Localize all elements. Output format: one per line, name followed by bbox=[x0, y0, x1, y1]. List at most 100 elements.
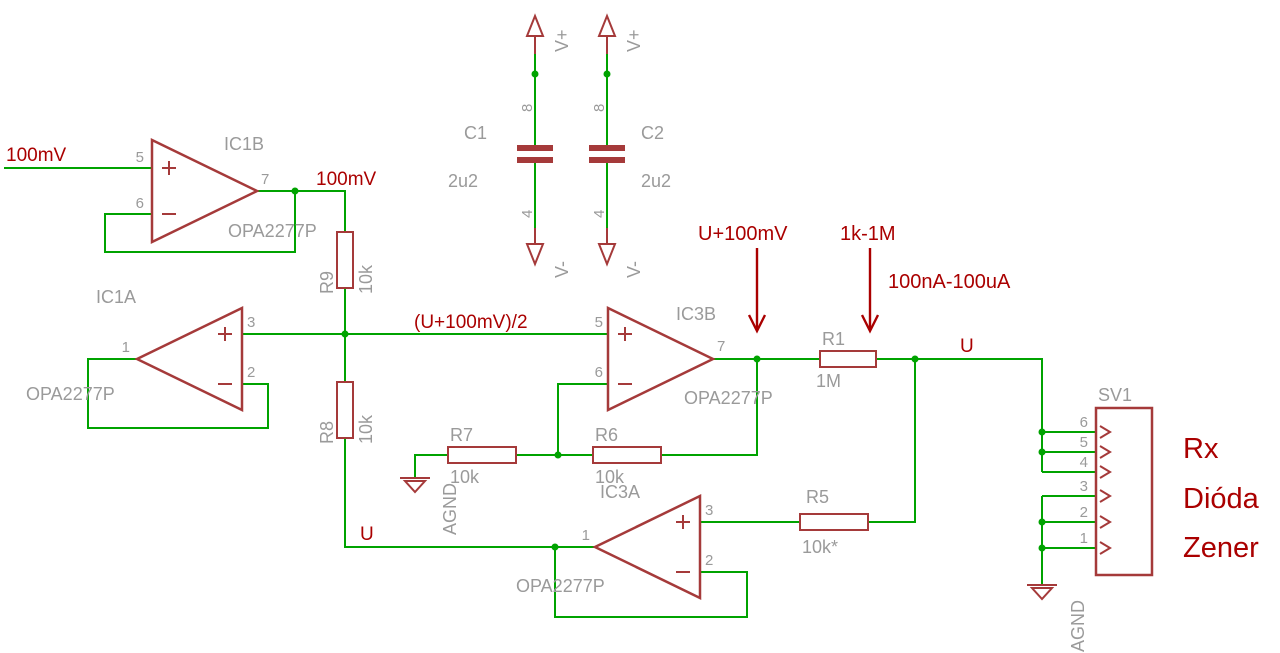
ic1a-value: OPA2277P bbox=[26, 384, 115, 404]
ic3a-pin-inn: 2 bbox=[705, 552, 713, 569]
r9-name: R9 bbox=[317, 271, 337, 294]
junction-dot bbox=[1038, 544, 1046, 552]
wire-r5-right bbox=[868, 359, 916, 523]
annotation-resistance-range: 1k-1M bbox=[840, 223, 896, 245]
resistor-body bbox=[592, 446, 662, 464]
annotation-current-range: 100nA-100uA bbox=[888, 271, 1011, 293]
r8-name: R8 bbox=[317, 421, 337, 444]
pin-chevron-icon bbox=[1099, 515, 1112, 529]
c1-name: C1 bbox=[464, 123, 487, 143]
vminus-supply-c1: V- bbox=[525, 228, 572, 278]
net-labels: 100mV 100mV (U+100mV)/2 U U bbox=[6, 145, 974, 545]
wire-u-feedback bbox=[344, 438, 595, 548]
ic1b-name: IC1B bbox=[224, 134, 264, 154]
down-arrow-icon bbox=[747, 248, 767, 334]
wire-u-output bbox=[876, 358, 1043, 472]
r7-value: 10k bbox=[450, 467, 480, 487]
ic3a-value: OPA2277P bbox=[516, 576, 605, 596]
resistor-r9: R9 10k bbox=[317, 231, 376, 294]
pin-chevron-icon bbox=[1099, 489, 1112, 503]
sv1-pin5-number: 5 bbox=[1080, 434, 1088, 451]
agnd-label: AGND bbox=[440, 483, 460, 535]
resistor-body bbox=[447, 446, 517, 464]
load-label-line3: Zener bbox=[1183, 532, 1259, 564]
resistor-body bbox=[799, 513, 869, 531]
sv1-pin6-number: 6 bbox=[1080, 414, 1088, 431]
ic1b-pin-inn: 6 bbox=[136, 195, 144, 212]
wire-r6-up bbox=[661, 359, 758, 456]
vplus-supply-c1: V+ bbox=[525, 13, 572, 54]
sv1-pin4-number: 4 bbox=[1080, 454, 1088, 471]
r6-value: 10k bbox=[595, 467, 625, 487]
load-label-line1: Rx bbox=[1183, 433, 1219, 465]
sv1-pin1-number: 1 bbox=[1080, 530, 1088, 547]
sv1-pin2-number: 2 bbox=[1080, 504, 1088, 521]
resistor-body bbox=[819, 350, 877, 368]
resistor-body bbox=[336, 231, 354, 289]
capacitor-plate bbox=[589, 145, 625, 151]
vminus-supply-c2: V- bbox=[597, 228, 644, 278]
ic1a-pin-inn: 2 bbox=[247, 364, 255, 381]
pin-chevron-icon bbox=[1099, 465, 1112, 479]
ic3a-name: IC3A bbox=[600, 482, 640, 502]
plus-input-symbol bbox=[618, 327, 632, 341]
opamp-triangle bbox=[606, 306, 716, 412]
r8-value: 10k bbox=[356, 414, 376, 444]
wire-ic1b-feedback bbox=[104, 191, 296, 253]
junction-dot bbox=[1038, 518, 1046, 526]
r1-name: R1 bbox=[822, 329, 845, 349]
plus-input-symbol bbox=[218, 327, 232, 341]
r6-name: R6 bbox=[595, 425, 618, 445]
wire-ic1b-output bbox=[257, 190, 346, 232]
junction-dot bbox=[911, 355, 919, 363]
ic1a-pin-inp: 3 bbox=[247, 314, 255, 331]
capacitor-c1: C1 2u2 8 4 bbox=[448, 104, 553, 218]
vminus-label: V- bbox=[552, 261, 572, 278]
capacitor-c2: C2 2u2 8 4 bbox=[589, 104, 671, 218]
junction-dot bbox=[1038, 448, 1046, 456]
down-arrow-icon bbox=[860, 248, 880, 334]
c2-value: 2u2 bbox=[641, 171, 671, 191]
junction-dot bbox=[753, 355, 761, 363]
sv1-name: SV1 bbox=[1098, 385, 1132, 405]
pin-chevron-icon bbox=[1099, 445, 1112, 459]
sv1-pin3-number: 3 bbox=[1080, 478, 1088, 495]
opamp-triangle bbox=[134, 306, 244, 412]
net-label-u-feedback: U bbox=[360, 524, 374, 545]
opamp-ic3b: 5 6 7 IC3B OPA2277P bbox=[595, 304, 773, 412]
annotation-voltage: U+100mV bbox=[698, 223, 788, 245]
junction-dot bbox=[1038, 428, 1046, 436]
wire-r7-left bbox=[414, 454, 448, 478]
resistor-r1: R1 1M bbox=[816, 329, 877, 391]
c1-pin-top: 8 bbox=[519, 104, 536, 112]
ic3a-pin-inp: 3 bbox=[705, 502, 713, 519]
c1-value: 2u2 bbox=[448, 171, 478, 191]
opamp-ic1a: 3 2 1 IC1A OPA2277P bbox=[26, 287, 255, 412]
vminus-label: V- bbox=[624, 261, 644, 278]
capacitor-plate bbox=[517, 157, 553, 163]
ic3a-pin-out: 1 bbox=[582, 527, 590, 544]
ic3b-pin-inn: 6 bbox=[595, 364, 603, 381]
junction-dot bbox=[291, 187, 299, 195]
c2-name: C2 bbox=[641, 123, 664, 143]
r7-name: R7 bbox=[450, 425, 473, 445]
vplus-label: V+ bbox=[624, 29, 644, 52]
resistor-r7: R7 10k bbox=[447, 425, 517, 487]
junction-dot bbox=[341, 330, 349, 338]
junction-dot bbox=[551, 543, 559, 551]
vplus-label: V+ bbox=[552, 29, 572, 52]
agnd-symbol-right: AGND bbox=[1027, 584, 1088, 652]
annotations: U+100mV 1k-1M 100nA-100uA Rx Dióda Zener bbox=[698, 223, 1260, 564]
r5-name: R5 bbox=[806, 487, 829, 507]
connector-sv1: 6 5 4 3 2 1 SV1 bbox=[1080, 385, 1154, 577]
resistor-r6: R6 10k bbox=[592, 425, 662, 487]
ic3b-value: OPA2277P bbox=[684, 388, 773, 408]
ic1a-name: IC1A bbox=[96, 287, 136, 307]
junction-dots bbox=[291, 70, 1046, 552]
capacitor-plate bbox=[517, 145, 553, 151]
resistor-r5: R5 10k* bbox=[799, 487, 869, 557]
resistor-r8: R8 10k bbox=[317, 381, 376, 444]
vminus-arrow-icon bbox=[597, 243, 617, 267]
